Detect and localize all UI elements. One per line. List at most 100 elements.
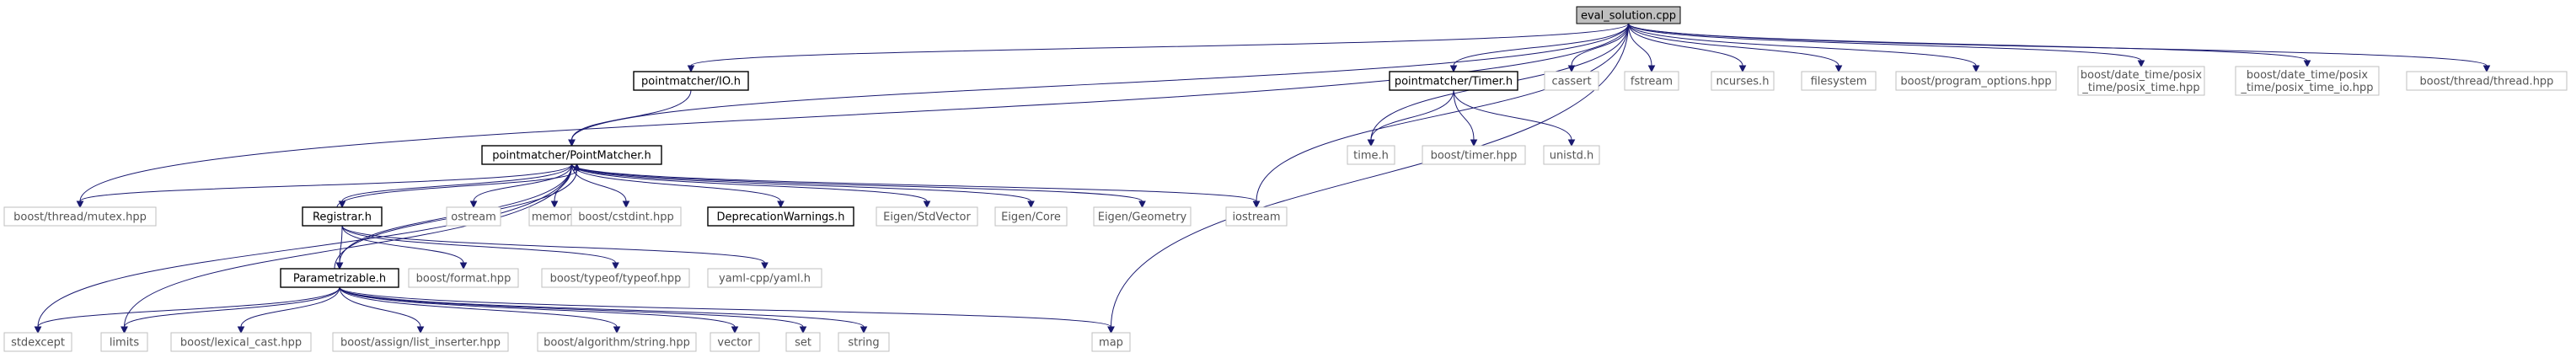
node-label: boost/thread/thread.hpp [2420, 76, 2554, 88]
node-box [3, 206, 157, 227]
edge-arrowhead-eval_solution-to-posix_time [2137, 60, 2145, 68]
edge-arrowhead-pointmatcher_h-to-ostream [469, 200, 478, 209]
node-unistd: unistd.h [1543, 145, 1600, 165]
edge-timer_h-to-boost_timer [1453, 89, 1475, 141]
edge-pointmatcher_h-to-registrar [341, 163, 572, 202]
node-posix_time: boost/date_time/posix_time/posix_time.hp… [2077, 66, 2205, 96]
node-label: unistd.h [1550, 150, 1594, 163]
node-registrar[interactable]: Registrar.h [302, 206, 383, 227]
node-box [537, 332, 697, 352]
edge-pointmatcher_h-to-ostream [473, 163, 572, 202]
edge-arrowhead-parametrizable-to-lexical_cast [237, 326, 245, 334]
node-time_h: time.h [1347, 145, 1395, 165]
node-box [1544, 71, 1599, 91]
node-label: _time/posix_time_io.hpp [2240, 82, 2373, 94]
node-boost_timer: boost/timer.hpp [1422, 145, 1526, 165]
edge-arrowhead-eval_solution-to-program_options [1972, 65, 1980, 73]
node-label: boost/date_time/posix [2247, 69, 2369, 82]
node-posix_time_io: boost/date_time/posix_time/posix_time_io… [2235, 66, 2380, 96]
node-set: set [785, 332, 821, 352]
node-box [446, 206, 501, 227]
node-label: ncurses.h [1716, 76, 1770, 88]
edge-eval_solution-to-mutex [79, 23, 1629, 202]
edge-parametrizable-to-map [339, 286, 1111, 328]
node-label: ostream [451, 211, 496, 224]
node-label: boost/typeof/typeof.hpp [550, 273, 682, 286]
node-box [838, 332, 890, 352]
node-label: cassert [1551, 76, 1591, 88]
edge-arrowhead-eval_solution-to-fstream [1647, 65, 1656, 73]
edge-parametrizable-to-limits [124, 286, 340, 328]
node-label: eval_solution.cpp [1581, 10, 1676, 23]
edge-arrowhead-timer_h-to-boost_timer [1470, 139, 1478, 147]
node-box [1543, 145, 1600, 165]
node-ncurses: ncurses.h [1711, 71, 1775, 91]
node-memory: memory [528, 206, 581, 227]
node-io_h[interactable]: pointmatcher/IO.h [633, 71, 749, 91]
node-pointmatcher_h[interactable]: pointmatcher/PointMatcher.h [481, 145, 662, 165]
edge-registrar-to-parametrizable [339, 225, 343, 264]
node-eval_solution[interactable]: eval_solution.cpp [1576, 6, 1681, 24]
node-label: map [1099, 337, 1123, 350]
node-label: limits [110, 337, 140, 350]
edge-arrowhead-eval_solution-to-timer_h [1449, 65, 1458, 73]
node-label: fstream [1631, 76, 1673, 88]
node-timer_h[interactable]: pointmatcher/Timer.h [1389, 71, 1518, 91]
node-parametrizable[interactable]: Parametrizable.h [280, 268, 399, 288]
edge-arrowhead-parametrizable-to-algorithm_string [613, 326, 621, 334]
node-label: set [795, 337, 811, 350]
node-label: string [848, 337, 879, 350]
node-program_options: boost/program_options.hpp [1895, 71, 2057, 91]
node-yaml: yaml-cpp/yaml.h [707, 268, 822, 288]
node-label: time.h [1353, 150, 1389, 163]
edge-eval_solution-to-filesystem [1628, 23, 1840, 67]
edge-arrowhead-eval_solution-to-ncurses [1738, 65, 1747, 73]
edge-eval_solution-to-iostream [1256, 23, 1629, 202]
node-map: map [1091, 332, 1131, 352]
node-box [1093, 206, 1192, 227]
node-label: boost/timer.hpp [1431, 150, 1518, 163]
node-label: filesystem [1811, 76, 1867, 88]
edge-parametrizable-to-stdexcept [37, 286, 340, 328]
node-box [785, 332, 821, 352]
node-box [707, 268, 822, 288]
node-label: pointmatcher/IO.h [641, 76, 741, 88]
node-box [1389, 71, 1518, 91]
node-box [408, 268, 519, 288]
node-box [1711, 71, 1775, 91]
edge-parametrizable-to-algorithm_string [339, 286, 618, 328]
edge-eval_solution-to-timer_h [1453, 23, 1629, 67]
node-box [481, 145, 662, 165]
node-list_inserter: boost/assign/list_inserter.hpp [332, 332, 509, 352]
node-stdexcept: stdexcept [3, 332, 72, 352]
node-box [1422, 145, 1526, 165]
edge-registrar-to-pointmatcher_h [336, 169, 577, 208]
node-fstream: fstream [1624, 71, 1679, 91]
edge-eval_solution-to-program_options [1628, 23, 1977, 67]
node-deprecation[interactable]: DeprecationWarnings.h [707, 206, 854, 227]
node-label: iostream [1232, 211, 1280, 224]
node-eigen_core: Eigen/Core [994, 206, 1068, 227]
node-label: Eigen/StdVector [883, 211, 971, 224]
edge-arrowhead-pointmatcher_h-to-deprecation [777, 200, 785, 209]
node-box [3, 332, 72, 352]
edge-arrowhead-io_h-to-pointmatcher_h [568, 139, 576, 147]
edge-arrowhead-pointmatcher_h-to-registrar [338, 200, 346, 209]
node-label: stdexcept [11, 337, 65, 350]
node-box [541, 268, 690, 288]
node-box [1091, 332, 1131, 352]
edge-arrowhead-registrar-to-typeof [612, 262, 619, 270]
edge-arrowhead-parametrizable-to-stdexcept [34, 326, 42, 334]
node-box [1624, 71, 1679, 91]
edge-arrowhead-pointmatcher_h-to-memory [550, 200, 559, 209]
edge-registrar-to-typeof [341, 225, 616, 264]
edge-eval_solution-to-posix_time [1628, 23, 2142, 61]
edge-timer_h-to-time_h [1370, 89, 1454, 141]
node-box [1576, 6, 1681, 24]
node-box [633, 71, 749, 91]
edge-eval_solution-to-fstream [1628, 23, 1652, 67]
edge-arrowhead-registrar-to-yaml [761, 262, 769, 270]
node-box [280, 268, 399, 288]
edge-arrowhead-parametrizable-to-string [860, 326, 868, 334]
edge-arrowhead-eval_solution-to-posix_time_io [2303, 60, 2311, 68]
